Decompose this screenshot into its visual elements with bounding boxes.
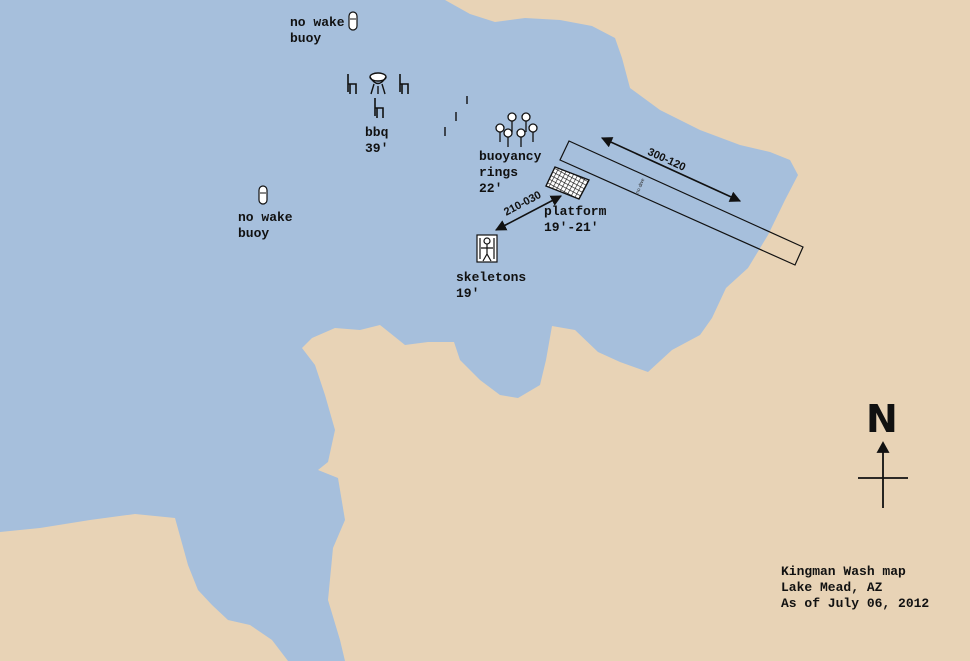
no-wake-buoy-north: no wake buoy bbox=[290, 11, 358, 46]
platform-icon bbox=[545, 166, 590, 200]
rings-label-1: buoyancy bbox=[479, 149, 542, 164]
caption-line-3: As of July 06, 2012 bbox=[781, 596, 929, 611]
buoyancy-rings: buoyancy rings 22' bbox=[479, 112, 542, 196]
compass-north-letter: N bbox=[866, 397, 898, 441]
buoy-north-label-1: no wake bbox=[290, 15, 345, 30]
skeleton-icon bbox=[476, 234, 498, 263]
compass-icon bbox=[858, 441, 908, 508]
buoy-west-label-1: no wake bbox=[238, 210, 293, 225]
buoy-icon bbox=[348, 11, 358, 31]
grill-icon bbox=[369, 72, 387, 95]
chair-icon bbox=[399, 74, 409, 94]
map-caption: Kingman Wash map Lake Mead, AZ As of Jul… bbox=[781, 564, 929, 611]
chair-icon bbox=[374, 98, 384, 118]
buoy-west-label-2: buoy bbox=[238, 226, 269, 241]
compass: N bbox=[858, 397, 908, 508]
buoy-north-label-2: buoy bbox=[290, 31, 321, 46]
bbq-label: bbq bbox=[365, 125, 388, 140]
ring-icon bbox=[528, 123, 538, 142]
buoy-icon bbox=[258, 185, 268, 205]
depth-tick-marks bbox=[444, 96, 468, 136]
arrow-icon bbox=[495, 195, 562, 231]
ring-icon bbox=[503, 128, 513, 147]
lake-water bbox=[0, 0, 798, 661]
skeletons-site: skeletons 19' bbox=[456, 234, 526, 301]
ring-icon bbox=[495, 123, 505, 142]
ring-icon bbox=[516, 128, 526, 147]
no-wake-buoy-west: no wake buoy bbox=[238, 185, 293, 241]
skeletons-depth: 19' bbox=[456, 286, 479, 301]
bbq-site: bbq 39' bbox=[347, 72, 409, 156]
bbq-depth: 39' bbox=[365, 141, 388, 156]
caption-line-1: Kingman Wash map bbox=[781, 564, 906, 579]
arrow-icon bbox=[600, 137, 742, 202]
ring-icon bbox=[507, 112, 517, 132]
rings-depth: 22' bbox=[479, 181, 502, 196]
caption-line-2: Lake Mead, AZ bbox=[781, 580, 883, 595]
platform-depth: 19'-21' bbox=[544, 220, 599, 235]
ring-icon bbox=[521, 112, 531, 132]
rings-label-2: rings bbox=[479, 165, 518, 180]
platform-label: platform bbox=[544, 204, 607, 219]
chair-icon bbox=[347, 74, 357, 94]
skeletons-label: skeletons bbox=[456, 270, 526, 285]
